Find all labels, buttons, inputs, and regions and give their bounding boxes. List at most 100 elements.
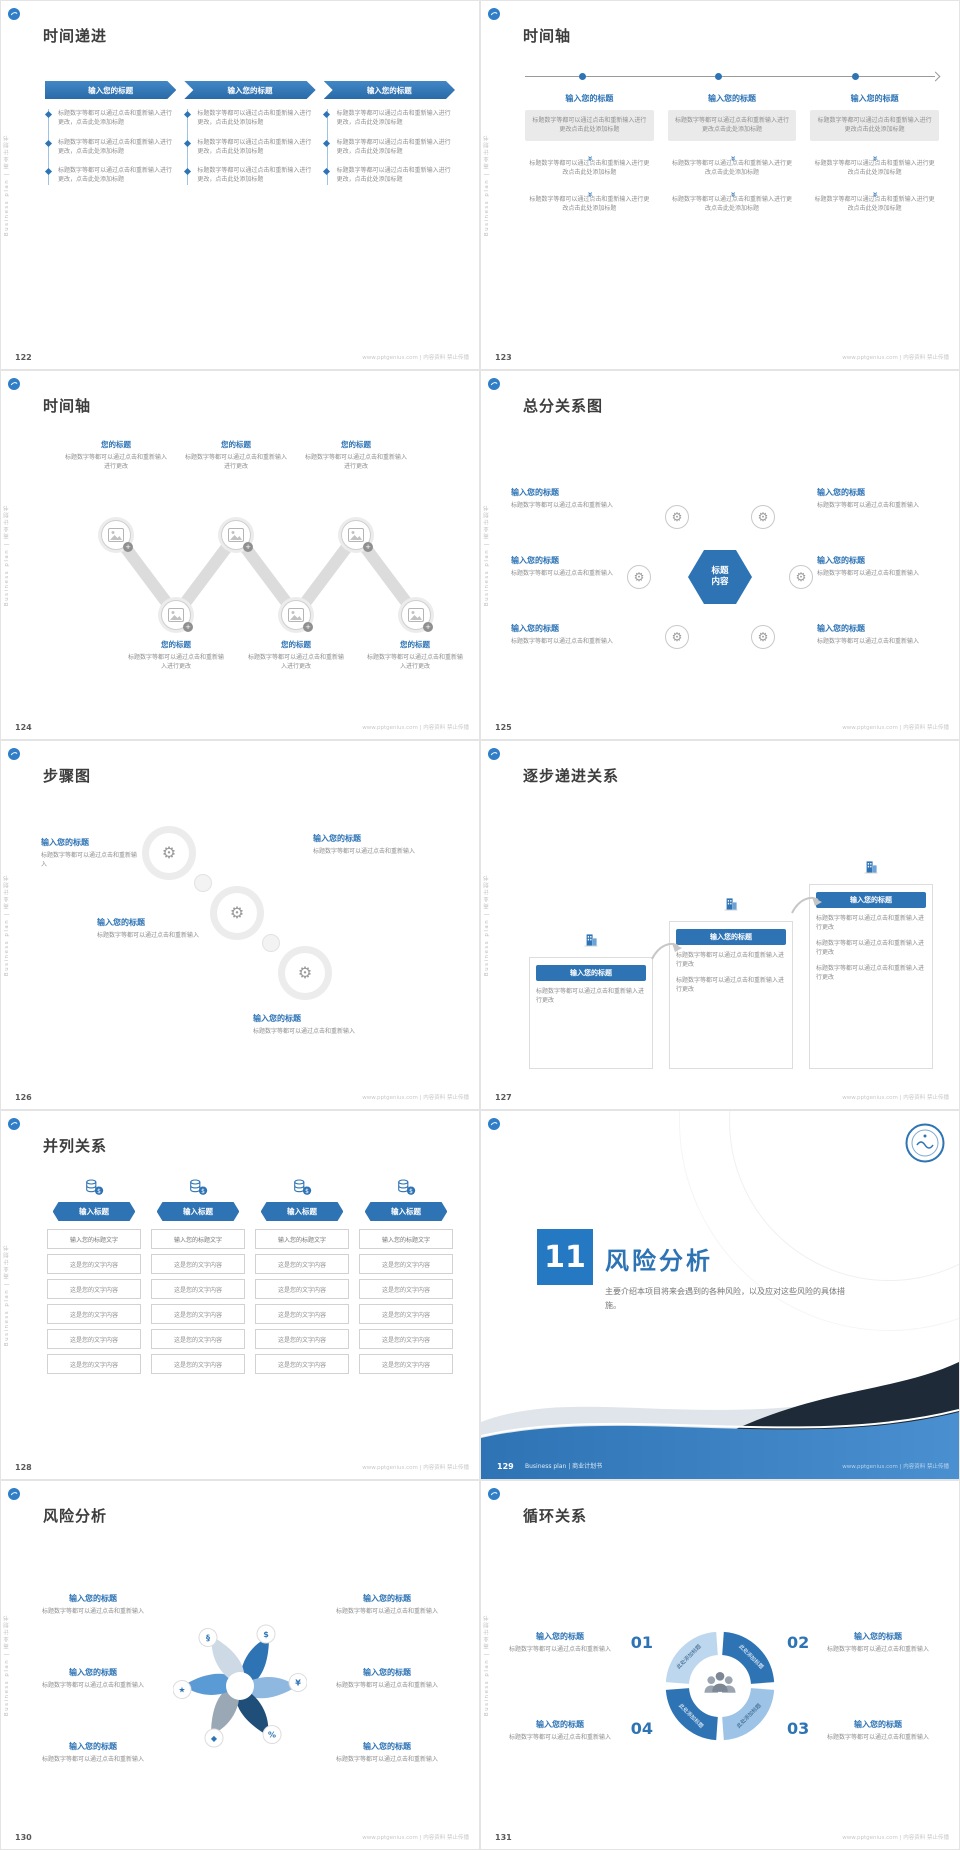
item-title: 您的标题 (161, 640, 191, 649)
risk-item: 输入您的标题标题数字等都可以通过点击和重新输入 (27, 1741, 159, 1764)
table-cell: 这是您的文字内容 (47, 1304, 141, 1324)
table-cell: 这是您的文字内容 (151, 1254, 245, 1274)
bullet-list: 标题数字等都可以通过点击和重新输入进行更改，点击此处添加标题 标题数字等都可以通… (323, 109, 455, 185)
table-cell: 这是您的文字内容 (151, 1279, 245, 1299)
image-placeholder-node: + (401, 600, 433, 632)
item-title: 输入您的标题 (854, 1720, 902, 1729)
risk-item: 输入您的标题标题数字等都可以通过点击和重新输入 (321, 1667, 453, 1690)
body-text: 标题数字等都可以通过点击和重新输入进行更改点击此处添加标题 (814, 196, 935, 213)
slide-129-thumbnail[interactable]: 11 风险分析 主要介绍本项目将来会遇到的各种风险，以及应对这些风险的具体措施。… (481, 1111, 959, 1479)
parallel-column: $ 输入标题 输入您的标题文字 这是您的文字内容 这是您的文字内容 这是您的文字… (255, 1177, 349, 1379)
bullet-list: 标题数字等都可以通过点击和重新输入进行更改，点击此处添加标题 标题数字等都可以通… (183, 109, 315, 185)
diamond-marker-icon (183, 110, 191, 119)
item-title: 输入您的标题 (536, 1632, 584, 1641)
slide-title: 总分关系图 (523, 397, 604, 415)
slide-130-thumbnail[interactable]: Business plan | 商业计划书 风险分析 $ ¥ % ◆ ★ § 输… (1, 1481, 479, 1849)
arrow-right-icon (930, 71, 941, 82)
timeline-dot (578, 73, 586, 80)
svg-text:$: $ (305, 1189, 309, 1195)
item-text: 标题数字等都可以通过点击和重新输入 (335, 1682, 438, 1689)
table-cell: 这是您的文字内容 (47, 1254, 141, 1274)
list-item-text: 标题数字等都可以通过点击和重新输入进行更改，点击此处添加标题 (58, 167, 173, 184)
risk-item: 输入您的标题标题数字等都可以通过点击和重新输入 (321, 1741, 453, 1764)
item-title: 输入您的标题 (97, 918, 145, 927)
item-text: 标题数字等都可以通过点击和重新输入 (508, 1734, 611, 1741)
slide-title: 步骤图 (43, 767, 92, 785)
list-item: 标题数字等都可以通过点击和重新输入进行更改，点击此处添加标题 (44, 109, 176, 128)
progression-column: 输入您的标题 标题数字等都可以通过点击和重新输入进行更改，点击此处添加标题 标题… (323, 81, 455, 195)
table-cell: 这是您的文字内容 (255, 1254, 349, 1274)
item-title: 您的标题 (221, 440, 251, 449)
slide-125-thumbnail[interactable]: Business plan | 商业计划书 总分关系图 标题内容 ⚙ ⚙ ⚙ ⚙… (481, 371, 959, 739)
image-icon (348, 528, 364, 542)
footer-note: www.pptgenius.com | 内容资料 禁止传播 (362, 1835, 469, 1841)
table-header-cell: 输入您的标题文字 (359, 1229, 453, 1249)
slide-127-thumbnail[interactable]: Business plan | 商业计划书 逐步递进关系 输入您的标题 标题数字… (481, 741, 959, 1109)
double-chevron-down-icon: » (727, 191, 738, 197)
timeline-item: 您的标题标题数字等都可以通过点击和重新输入进行更改 (304, 439, 408, 472)
item-text: 标题数字等都可以通过点击和重新输入进行更改 (64, 454, 167, 471)
item-text: 标题数字等都可以通过点击和重新输入 (41, 1756, 144, 1763)
item-title: 输入您的标题 (69, 1742, 117, 1751)
item-text: 标题数字等都可以通过点击和重新输入 (253, 1028, 356, 1035)
page-number: 129 (497, 1462, 514, 1471)
image-placeholder-node: + (101, 520, 133, 552)
item-title: 您的标题 (341, 440, 371, 449)
step-circle: ⚙ (210, 886, 264, 940)
page-number: 126 (15, 1093, 32, 1102)
slide-123-thumbnail[interactable]: Business plan | 商业计划书 时间轴 输入您的标题 标题数字等都可… (481, 1, 959, 369)
item-text: 标题数字等都可以通过点击和重新输入 (826, 1734, 929, 1741)
slide-122-thumbnail[interactable]: Business plan | 商业计划书 时间递进 输入您的标题 标题数字等都… (1, 1, 479, 369)
slide-title: 时间递进 (43, 27, 108, 45)
arrow-header: 输入您的标题 (184, 81, 315, 99)
parallel-columns: $ 输入标题 输入您的标题文字 这是您的文字内容 这是您的文字内容 这是您的文字… (47, 1177, 453, 1379)
building-icon (864, 861, 878, 874)
step-title-ribbon: 输入您的标题 (536, 965, 646, 981)
cycle-number: 01 (630, 1633, 653, 1652)
image-placeholder-node: + (221, 520, 253, 552)
gear-icon: ⚙ (751, 625, 775, 649)
item-text: 标题数字等都可以通过点击和重新输入 (817, 502, 920, 509)
svg-text:¥: ¥ (295, 1679, 301, 1688)
table-cell: 这是您的文字内容 (359, 1254, 453, 1274)
item-text: 标题数字等都可以通过点击和重新输入 (817, 638, 920, 645)
timeline-columns: 输入您的标题 标题数字等都可以通过点击和重新输入进行更改点击此处添加标题 » 标… (525, 93, 940, 214)
brand-logo-icon (488, 378, 500, 390)
relationship-item: 输入您的标题标题数字等都可以通过点击和重新输入 (511, 555, 623, 578)
plus-badge-icon: + (243, 542, 253, 552)
image-icon (228, 528, 244, 542)
item-title: 您的标题 (281, 640, 311, 649)
body-text: 标题数字等都可以通过点击和重新输入进行更改点击此处添加标题 (529, 196, 650, 213)
item-text: 标题数字等都可以通过点击和重新输入进行更改 (304, 454, 407, 471)
sidebar-vertical-text: Business plan | 商业计划书 (484, 873, 490, 977)
item-title: 输入您的标题 (817, 624, 865, 633)
step-box: 输入您的标题 标题数字等都可以通过点击和重新输入进行更改 标题数字等都可以通过点… (669, 921, 793, 1069)
timeline-dot (715, 73, 723, 80)
slide-124-thumbnail[interactable]: Business plan | 商业计划书 时间轴 您的标题标题数字等都可以通过… (1, 371, 479, 739)
building-icon (584, 934, 598, 947)
item-title: 输入您的标题 (511, 624, 559, 633)
svg-text:$: $ (409, 1189, 413, 1195)
timeline-column: 输入您的标题 标题数字等都可以通过点击和重新输入进行更改点击此处添加标题 » 标… (810, 93, 940, 214)
page-number: 128 (15, 1463, 32, 1472)
step-box: 输入您的标题 标题数字等都可以通过点击和重新输入进行更改 (529, 957, 653, 1069)
timeline-item: 您的标题标题数字等都可以通过点击和重新输入进行更改 (184, 439, 288, 472)
item-title: 您的标题 (400, 640, 430, 649)
image-icon (168, 608, 184, 622)
item-text: 标题数字等都可以通过点击和重新输入 (511, 570, 614, 577)
slide-128-thumbnail[interactable]: Business plan | 商业计划书 并列关系 $ 输入标题 输入您的标题… (1, 1111, 479, 1479)
slide-131-thumbnail[interactable]: Business plan | 商业计划书 循环关系 此处添加标题 此处添加标题… (481, 1481, 959, 1849)
item-text: 标题数字等都可以通过点击和重新输入 (508, 1646, 611, 1653)
coins-icon: $ (398, 1179, 416, 1195)
timeline-column: 输入您的标题 标题数字等都可以通过点击和重新输入进行更改点击此处添加标题 » 标… (667, 93, 797, 214)
connector-dot (194, 874, 212, 892)
diamond-marker-icon (44, 139, 52, 147)
sidebar-vertical-text: Business plan | 商业计划书 (484, 1613, 490, 1717)
step-box: 输入您的标题 标题数字等都可以通过点击和重新输入进行更改 标题数字等都可以通过点… (809, 884, 933, 1069)
step-text: 标题数字等都可以通过点击和重新输入进行更改 (536, 988, 645, 1004)
item-text: 标题数字等都可以通过点击和重新输入 (41, 852, 138, 869)
list-item: 标题数字等都可以通过点击和重新输入进行更改，点击此处添加标题 (183, 109, 315, 128)
slide-126-thumbnail[interactable]: Business plan | 商业计划书 步骤图 ⚙ ⚙ ⚙ 输入您的标题标题… (1, 741, 479, 1109)
timeline-item: 您的标题标题数字等都可以通过点击和重新输入进行更改 (64, 439, 168, 472)
svg-text:★: ★ (178, 1685, 185, 1694)
